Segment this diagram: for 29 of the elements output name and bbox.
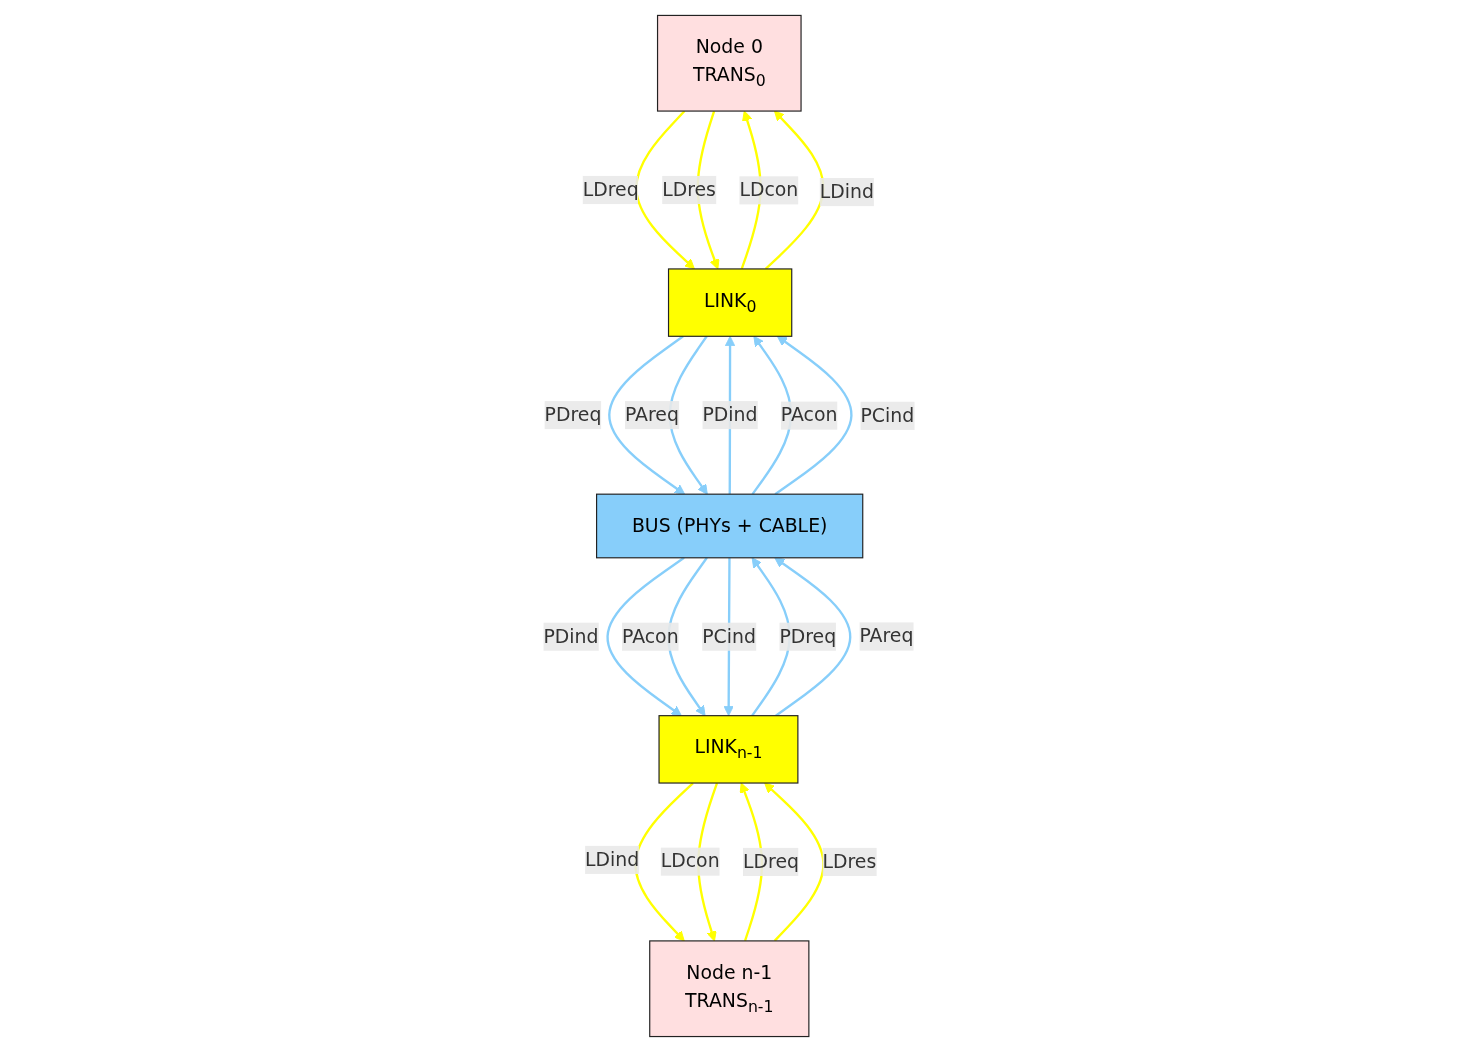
edge-label: PCind [860, 403, 915, 427]
node-box: LINK$_{n-1}$ [658, 715, 799, 784]
edge-label: PAcon [781, 403, 838, 427]
arrow [774, 557, 852, 717]
edge-label: LDreq [582, 178, 639, 201]
edge-label: LDind [819, 180, 875, 203]
arrow [635, 110, 696, 270]
edge-label: PAcon [622, 624, 679, 648]
node-box: Node 0 TRANS$_{0}$ [657, 14, 802, 112]
arrow [764, 782, 825, 942]
arrow [608, 335, 686, 495]
edge-label: LDres [822, 850, 877, 873]
arrow [606, 556, 685, 717]
node-box: BUS (PHYs + CABLE) [596, 493, 864, 559]
edge-label: LDind [585, 848, 640, 871]
edge-label: LDcon [739, 178, 799, 201]
edge-label: LDcon [660, 849, 720, 873]
arrow [774, 335, 853, 496]
edge-label: LDreq [743, 850, 800, 873]
edge-label: PDreq [779, 624, 837, 648]
node-box: LINK$_{0}$ [668, 268, 793, 337]
edge-label: PCind [702, 624, 757, 648]
edge-label: PAreq [625, 403, 680, 426]
edge-label: PDind [543, 624, 599, 648]
edge-label: PAreq [859, 624, 914, 648]
edge-label: PDreq [544, 403, 602, 426]
node-box: Node n-1 TRANS$_{n-1}$ [649, 940, 810, 1038]
edge-label: LDres [662, 178, 717, 201]
edge-label: PDind [702, 403, 758, 426]
